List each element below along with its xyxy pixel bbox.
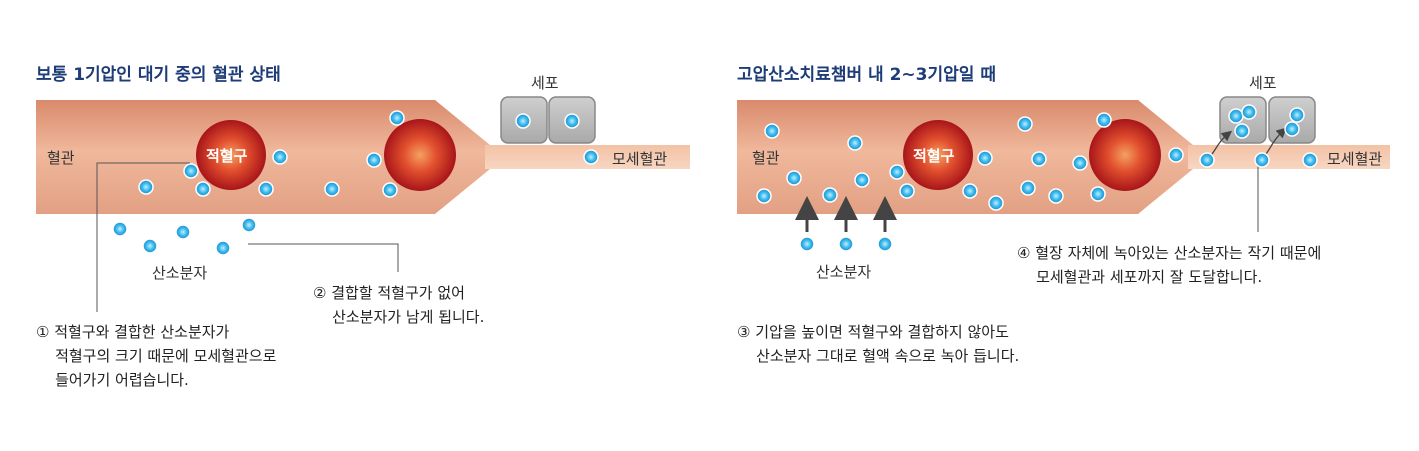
note-1: ① 적혈구와 결합한 산소분자가 적혈구의 크기 때문에 모세혈관으로 들어가기…: [36, 323, 277, 389]
left-oxygen-molecule: [382, 182, 398, 198]
right-oxygen-molecule: [1168, 147, 1184, 163]
right-panel: [737, 96, 1390, 252]
left-oxygen-molecule: [175, 224, 191, 240]
right-oxygen-molecule: [977, 150, 993, 166]
right-oxygen-molecule: [889, 164, 905, 180]
right-oxygen-molecule: [1241, 104, 1257, 120]
right-oxygen-molecule: [1254, 152, 1270, 168]
right-vessel-label: 혈관: [752, 149, 780, 167]
right-oxygen-molecule: [877, 236, 893, 252]
right-oxygen-molecule: [1031, 151, 1047, 167]
right-oxygen-molecule: [1096, 112, 1112, 128]
left-oxygen-molecule: [272, 149, 288, 165]
right-oxygen-molecule: [1090, 186, 1106, 202]
right-blood-vessel: [737, 100, 1390, 214]
right-oxygen-molecule: [1284, 121, 1300, 137]
left-oxygen-molecule: [142, 238, 158, 254]
left-oxygen-molecule: [389, 110, 405, 126]
right-oxygen-molecule: [1302, 152, 1318, 168]
right-oxygen-molecule: [1289, 107, 1305, 123]
right-rbc-label: 적혈구: [913, 147, 955, 165]
right-oxygen-molecule: [838, 236, 854, 252]
right-panel-title: 고압산소치료챔버 내 2~3기압일 때: [737, 65, 996, 85]
right-oxygen-molecule: [1072, 155, 1088, 171]
left-oxygen-molecule: [138, 179, 154, 195]
left-oxygen-molecule: [112, 221, 128, 237]
right-capillary: [1188, 145, 1390, 169]
right-oxygen-label: 산소분자: [816, 263, 872, 281]
right-oxygen-molecule: [822, 187, 838, 203]
right-oxygen-molecule: [756, 188, 772, 204]
left-oxygen-molecule: [183, 163, 199, 179]
note-4: ④ 혈장 자체에 녹아있는 산소분자는 작기 때문에 모세혈관과 세포까지 잘 …: [1017, 244, 1322, 286]
right-oxygen-molecule: [847, 135, 863, 151]
left-leader-line-1: [96, 162, 190, 312]
right-red-blood-cell: [903, 120, 973, 190]
left-red-blood-cell: [384, 119, 456, 191]
left-oxygen-molecule: [258, 181, 274, 197]
left-oxygen-molecule: [515, 113, 531, 129]
right-oxygen-molecule: [1017, 116, 1033, 132]
left-red-blood-cell: [196, 120, 266, 190]
right-oxygen-molecule: [1020, 180, 1036, 196]
note-2: ② 결합할 적혈구가 없어 산소분자가 남게 됩니다.: [313, 284, 485, 326]
right-oxygen-molecule: [962, 183, 978, 199]
right-red-blood-cell: [1089, 119, 1161, 191]
note-3: ③ 기압을 높이면 적혈구와 결합하지 않아도 산소분자 그대로 혈액 속으로 …: [737, 323, 1020, 365]
right-oxygen-molecule: [854, 172, 870, 188]
left-panel: [36, 96, 690, 312]
left-rbc-label: 적혈구: [206, 147, 248, 165]
left-oxygen-molecule: [324, 181, 340, 197]
right-oxygen-molecule: [799, 236, 815, 252]
left-vessel-label: 혈관: [47, 149, 75, 167]
left-cell-label: 세포: [531, 74, 559, 92]
right-oxygen-molecule: [786, 170, 802, 186]
right-cell-label: 세포: [1249, 74, 1277, 92]
left-panel-title: 보통 1기압인 대기 중의 혈관 상태: [36, 65, 281, 85]
right-capillary-label: 모세혈관: [1327, 150, 1383, 168]
left-leader-line-2: [248, 243, 399, 272]
left-oxygen-molecule: [241, 217, 257, 233]
right-oxygen-molecule: [988, 195, 1004, 211]
left-capillary-label: 모세혈관: [612, 150, 668, 168]
left-oxygen-molecule: [564, 113, 580, 129]
right-oxygen-molecule: [1199, 152, 1215, 168]
right-oxygen-molecule: [1048, 188, 1064, 204]
right-oxygen-molecule: [764, 123, 780, 139]
left-oxygen-label: 산소분자: [152, 264, 208, 282]
left-oxygen-molecule: [583, 149, 599, 165]
left-oxygen-molecule: [195, 181, 211, 197]
right-oxygen-molecule: [1234, 123, 1250, 139]
left-oxygen-molecule: [366, 152, 382, 168]
left-oxygen-molecule: [215, 240, 231, 256]
right-oxygen-molecule: [899, 183, 915, 199]
right-oxygen-molecule: [1228, 108, 1244, 124]
